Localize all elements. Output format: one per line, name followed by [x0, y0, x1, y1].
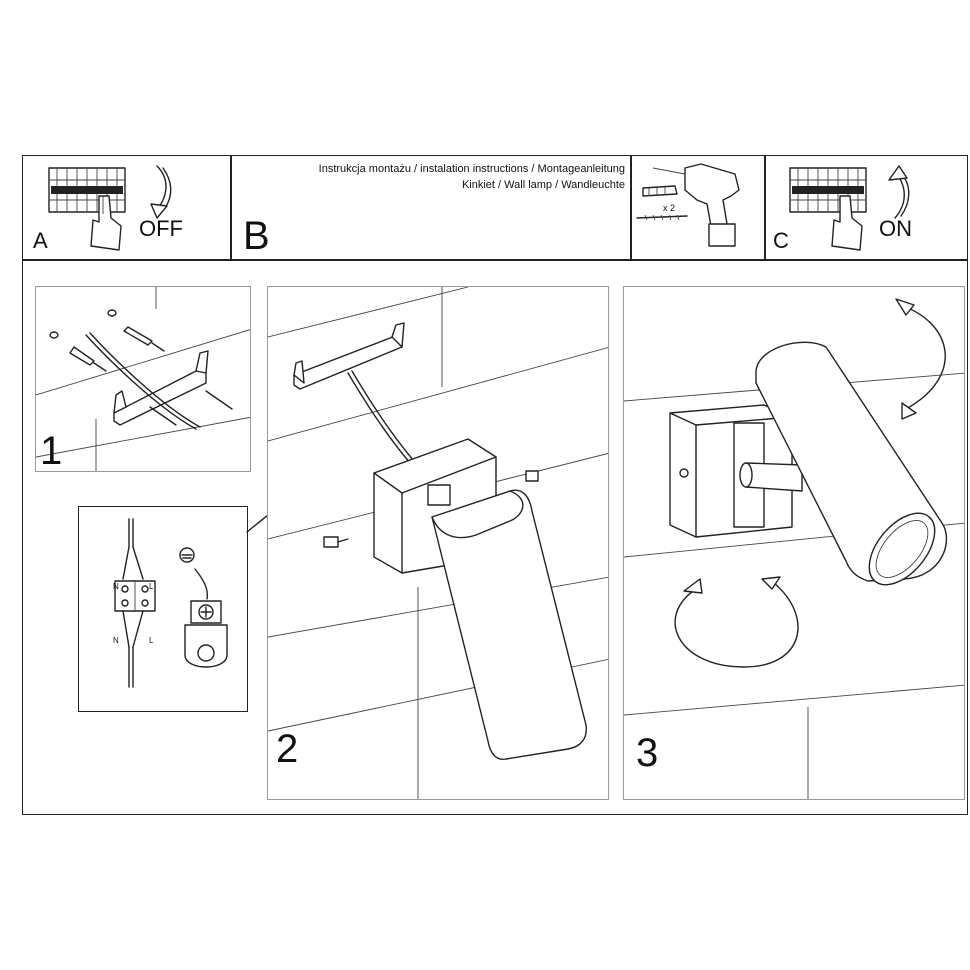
arrow-down-icon	[150, 165, 172, 219]
step-a-letter: A	[33, 228, 48, 253]
header-divider-c	[764, 156, 766, 259]
lamp-adjustment-drawing	[624, 298, 964, 799]
arrow-up-icon	[888, 165, 910, 219]
header-divider-drill-left	[630, 156, 632, 259]
step-2-number: 2	[276, 727, 299, 771]
terminal-label-l-bottom: L	[149, 636, 154, 645]
step-1-number: 1	[40, 429, 63, 472]
step-3-number: 3	[636, 731, 659, 775]
terminal-label-n-top: N	[113, 582, 119, 591]
terminal-label-n-bottom: N	[113, 636, 119, 645]
wall-bracket-mounting-drawing	[36, 287, 250, 471]
instruction-sheet: A OFF B Instrukcja montażu / instalation…	[22, 155, 968, 815]
drill-icon	[636, 163, 740, 247]
header-bottom-line	[23, 259, 967, 261]
step-c-word: ON	[879, 216, 912, 241]
step-c-letter: C	[773, 228, 789, 253]
wiring-detail-panel: N L N L	[78, 506, 248, 712]
circuit-breaker-icon	[48, 167, 126, 251]
header-divider-a	[230, 156, 232, 259]
step-1-panel: 1	[35, 286, 251, 472]
step-2-panel: 2	[267, 286, 609, 800]
terminal-label-l-top: L	[149, 582, 154, 591]
lamp-mounting-drawing	[268, 287, 608, 799]
title-line-2: Kinkiet / Wall lamp / Wandleuchte	[461, 179, 625, 191]
step-3-panel: 3	[623, 286, 965, 800]
title-line-1: Instrukcja montażu / instalation instruc…	[318, 163, 625, 175]
circuit-breaker-icon-c	[789, 167, 867, 251]
step-a-word: OFF	[139, 216, 183, 241]
step-b-letter: B	[243, 214, 270, 258]
title-block: Instrukcja montażu / instalation instruc…	[273, 162, 625, 202]
terminal-block-drawing	[114, 518, 228, 688]
anchor-count-label: x 2	[663, 203, 676, 213]
